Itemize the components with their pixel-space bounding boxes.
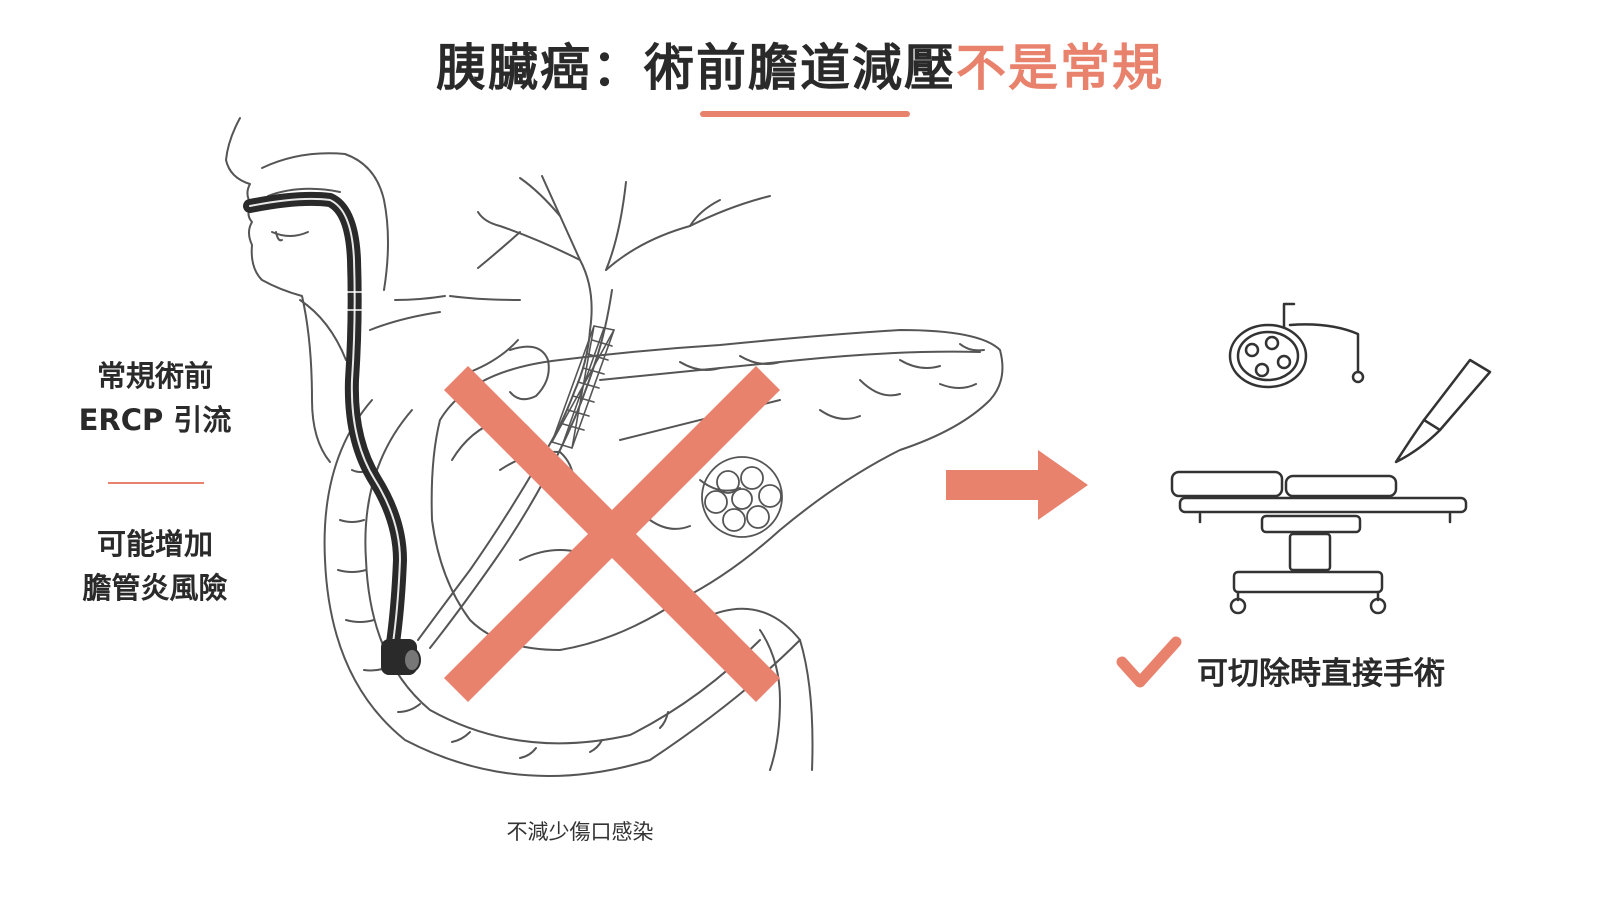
illustration-caption: 不減少傷口感染 — [506, 820, 654, 844]
head-profile — [225, 117, 389, 463]
left-note-line3: 可能增加 — [96, 527, 213, 561]
duodenum — [323, 399, 814, 777]
outcome-label: 可切除時直接手術 — [1197, 655, 1445, 692]
stomach-outline — [299, 295, 446, 361]
scalpel-icon — [1394, 358, 1492, 464]
check-icon — [1116, 636, 1182, 688]
left-note-line4: 膽管炎風險 — [82, 571, 228, 605]
left-note-bottom: 可能增加 膽管炎風險 — [55, 522, 255, 610]
page-title: 胰臟癌：術前膽道減壓不是常規 — [0, 28, 1600, 100]
title-underline — [700, 111, 910, 117]
x-mark-icon — [443, 365, 781, 703]
left-note-top: 常規術前 ERCP 引流 — [55, 354, 255, 442]
outcome-row: 可切除時直接手術 — [1115, 640, 1445, 700]
tumor — [701, 456, 783, 538]
title-accent: 不是常規 — [956, 39, 1164, 97]
biliary-stent — [551, 325, 615, 449]
left-note-line2: ERCP 引流 — [78, 403, 232, 437]
left-note-divider — [108, 482, 204, 484]
endoscope — [243, 191, 421, 675]
surgical-lamp-icon — [1228, 302, 1365, 389]
title-main: 胰臟癌：術前膽道減壓 — [436, 39, 956, 97]
pancreas — [430, 329, 1004, 651]
operating-table-icon — [1170, 470, 1468, 615]
left-note-line1: 常規術前 — [96, 359, 213, 393]
right-arrow-icon — [946, 450, 1088, 520]
